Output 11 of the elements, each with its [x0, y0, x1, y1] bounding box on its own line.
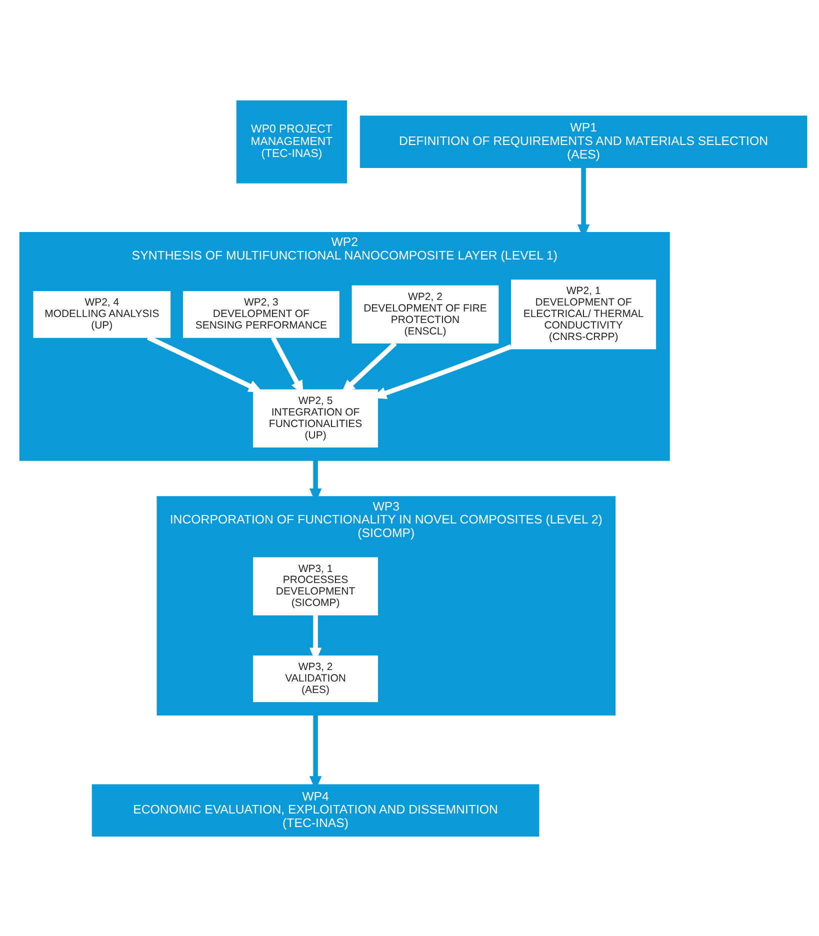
node-box: WP2, 5 INTEGRATION OF FUNCTIONALITIES (UP) — [253, 388, 378, 448]
arrow — [146, 334, 263, 392]
node-box: WP2, 1 DEVELOPMENT OF ELECTRICAL/ THERMAL CONDUCTIVITY (CNRS-CRPP) — [511, 279, 656, 349]
node-box: WP2, 4 MODELLING ANALYSIS (UP) — [33, 290, 171, 338]
node-box: WP4 ECONOMIC EVALUATION, EXPLOITATION AND DISSEMNITION (TEC-INAS) — [92, 784, 540, 836]
node-box: WP3, 1 PROCESSES DEVELOPMENT (SICOMP) — [253, 556, 378, 615]
node-box: WP1 DEFINITION OF REQUIREMENTS AND MATERIALS SELECTION (AES) — [360, 115, 808, 168]
node-box: WP2, 3 DEVELOPMENT OF SENSING PERFORMANCE — [182, 290, 340, 338]
node-box: WP2, 2 DEVELOPMENT OF FIRE PROTECTION (ENSCL) — [352, 284, 499, 344]
node-box: WP3, 2 VALIDATION (AES) — [253, 654, 378, 702]
node-box: WP0 PROJECT MANAGEMENT (TEC-INAS) — [236, 100, 348, 183]
